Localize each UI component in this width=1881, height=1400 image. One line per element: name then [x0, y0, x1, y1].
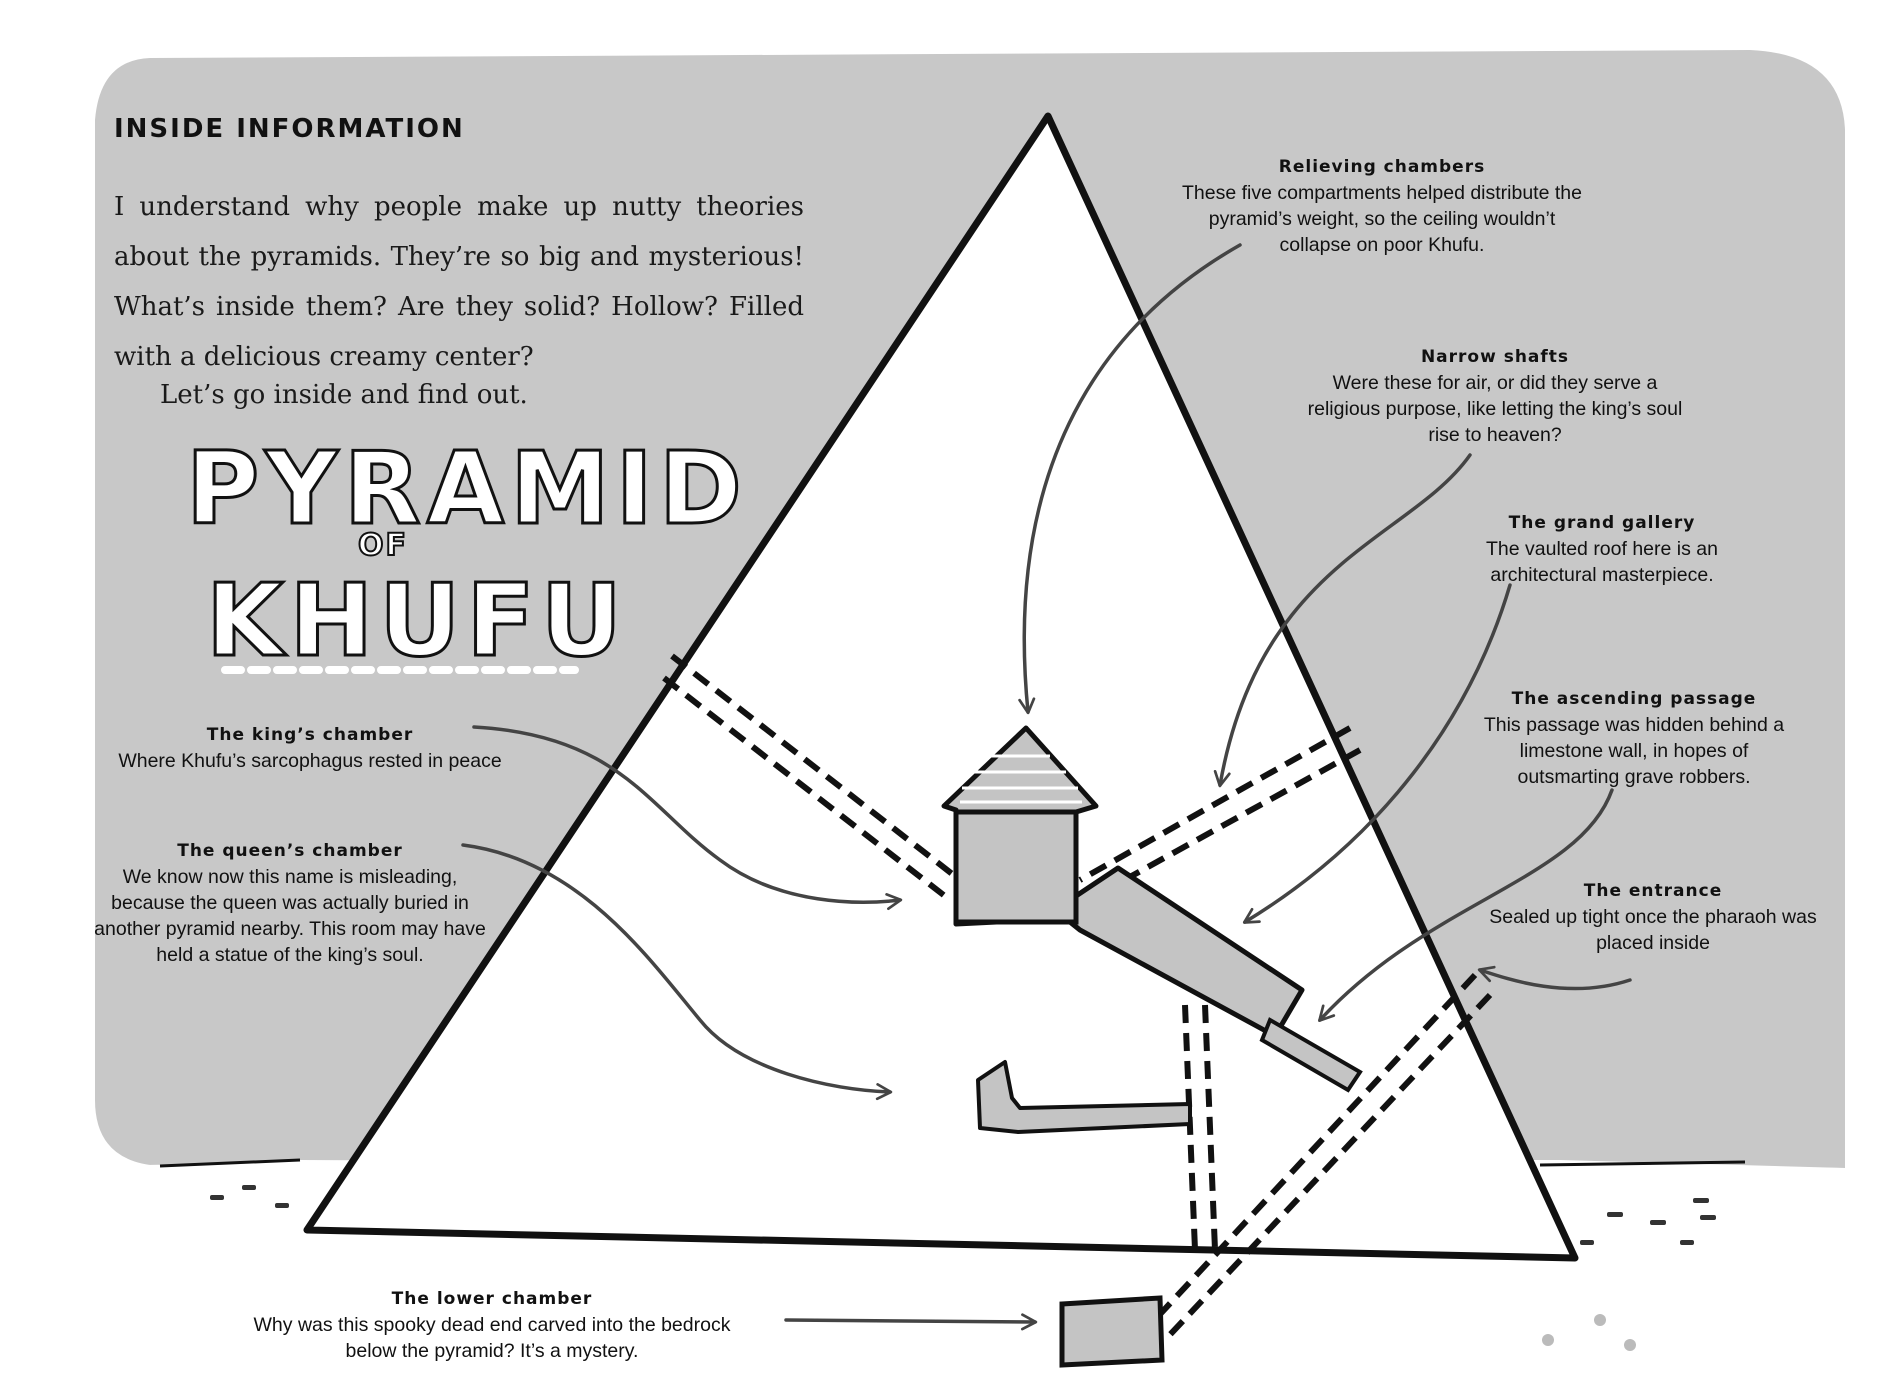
title-khufu: KHUFU: [205, 561, 628, 681]
label-gallery-title: The grand gallery: [1508, 513, 1696, 533]
well-shaft: [1182, 1004, 1218, 1251]
label-ascending-title: The ascending passage: [1511, 689, 1757, 709]
intro-paragraph: I understand why people make up nutty th…: [114, 192, 804, 372]
label-ascending-text: This passage was hidden behind a limesto…: [1483, 714, 1785, 788]
label-entrance: The entrance Sealed up tight once the ph…: [1488, 878, 1818, 956]
title-dashed-underline: [221, 666, 579, 674]
label-gallery-text: The vaulted roof here is an architectura…: [1486, 538, 1718, 586]
label-relieving-title: Relieving chambers: [1278, 157, 1486, 177]
arrow-queen: [461, 843, 893, 1101]
label-entrance-title: The entrance: [1583, 881, 1723, 901]
ascending-passage-shape: [1259, 1017, 1363, 1093]
label-kings-chamber: The king’s chamber Where Khufu’s sarcoph…: [90, 722, 530, 774]
section-heading: INSIDE INFORMATION: [114, 114, 465, 144]
title-pyramid: PYRAMID: [185, 429, 748, 549]
arrow-lower: [784, 1313, 1038, 1331]
label-lower-text: Why was this spooky dead end carved into…: [253, 1314, 731, 1362]
ground-line: [159, 1158, 1746, 1168]
label-ascending-passage: The ascending passage This passage was h…: [1474, 686, 1794, 790]
label-relieving-chambers: Relieving chambers These five compartmen…: [1172, 154, 1592, 258]
ground-specks: [210, 1185, 1716, 1351]
label-queen-title: The queen’s chamber: [177, 841, 403, 861]
queens-chamber-shape: [976, 1060, 1192, 1134]
label-king-title: The king’s chamber: [206, 725, 414, 745]
arrow-shafts: [1213, 453, 1472, 788]
label-narrow-shafts: Narrow shafts Were these for air, or did…: [1300, 344, 1690, 448]
arrow-king: [472, 725, 903, 911]
intro-line-2: Let’s go inside and find out.: [160, 380, 528, 410]
label-queen-text: We know now this name is misleading, bec…: [94, 866, 486, 966]
arrow-relieving: [1018, 243, 1242, 715]
kings-chamber-shape: [953, 809, 1079, 925]
narrow-shafts: [662, 653, 1362, 903]
annotation-arrows: [461, 243, 1632, 1331]
title-of: OF: [357, 527, 408, 564]
label-entrance-text: Sealed up tight once the pharaoh was pla…: [1489, 906, 1817, 954]
label-shafts-title: Narrow shafts: [1420, 347, 1570, 367]
arrow-ascending: [1318, 788, 1614, 1023]
grand-gallery: [1052, 865, 1305, 1039]
label-queens-chamber: The queen’s chamber We know now this nam…: [90, 838, 490, 968]
label-grand-gallery: The grand gallery The vaulted roof here …: [1462, 510, 1742, 588]
label-relieving-text: These five compartments helped distribut…: [1182, 182, 1582, 256]
label-king-text: Where Khufu’s sarcophagus rested in peac…: [118, 750, 502, 772]
arrow-gallery: [1242, 583, 1512, 924]
descending-passage: [1147, 972, 1493, 1343]
label-lower-title: The lower chamber: [391, 1289, 593, 1309]
arrow-entrance: [1477, 965, 1632, 991]
label-shafts-text: Were these for air, or did they serve a …: [1307, 372, 1683, 446]
lower-chamber-shape: [1059, 1295, 1165, 1368]
label-lower-chamber: The lower chamber Why was this spooky de…: [232, 1286, 752, 1364]
